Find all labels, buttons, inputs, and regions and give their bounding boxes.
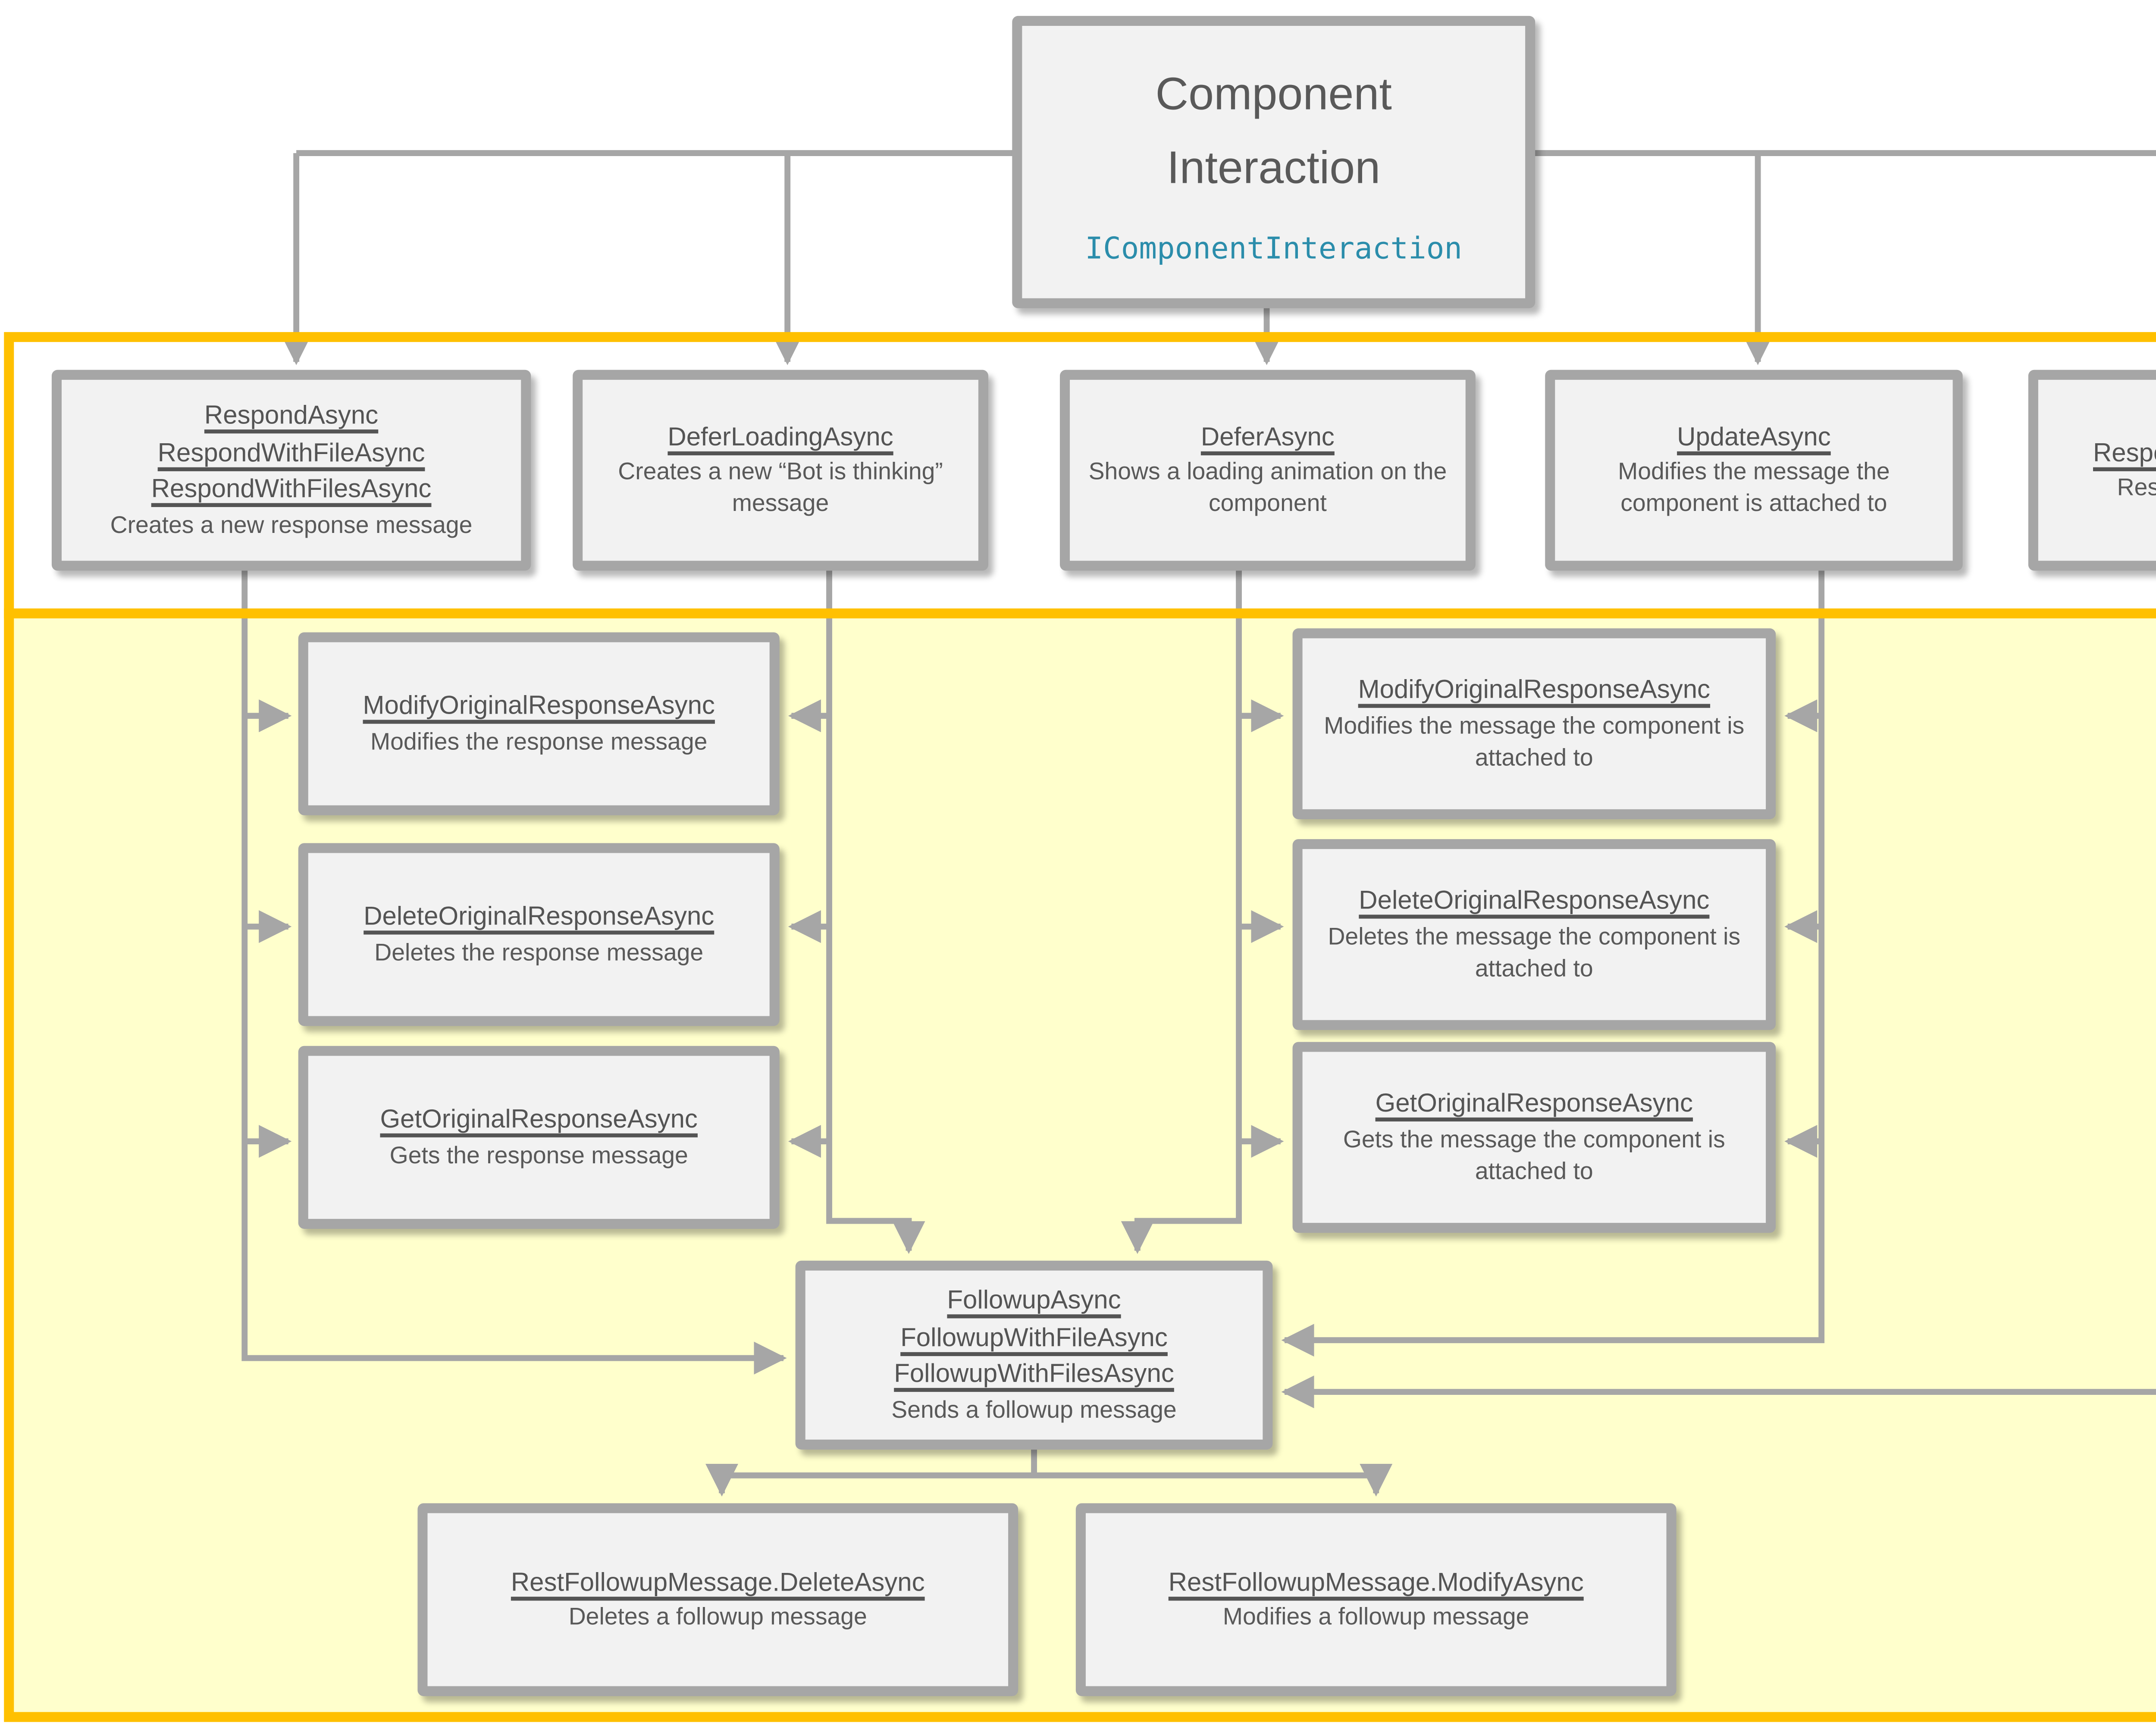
node-update-async: UpdateAsync Modifies the message the com… (1545, 370, 1963, 571)
node-modify-original-response-mid: ModifyOriginalResponseAsync Modifies the… (1292, 628, 1776, 819)
node-delete-original-response-mid: DeleteOriginalResponseAsync Deletes the … (1292, 839, 1776, 1030)
node-rest-followup-modify-async: RestFollowupMessage.ModifyAsync Modifies… (1075, 1503, 1677, 1696)
node-get-original-response-left: GetOriginalResponseAsync Gets the respon… (298, 1046, 780, 1229)
node-modify-original-response-left: ModifyOriginalResponseAsync Modifies the… (298, 632, 780, 815)
node-delete-original-response-left: DeleteOriginalResponseAsync Deletes the … (298, 843, 780, 1026)
node-rest-followup-delete-async: RestFollowupMessage.DeleteAsync Deletes … (417, 1503, 1018, 1696)
node-respond-with-modal-async: RespondWithModalAsync Responds with a mo… (2028, 370, 2156, 571)
node-respond-async: RespondAsync RespondWithFileAsync Respon… (51, 370, 531, 571)
node-followup-async: FollowupAsync FollowupWithFileAsync Foll… (795, 1260, 1273, 1450)
sections-divider-line (4, 608, 2156, 619)
node-defer-async: DeferAsync Shows a loading animation on … (1059, 370, 1476, 571)
node-defer-loading-async: DeferLoadingAsync Creates a new “Bot is … (573, 370, 988, 571)
node-get-original-response-mid: GetOriginalResponseAsync Gets the messag… (1292, 1042, 1776, 1233)
interface-name: IComponentInteraction (1085, 231, 1463, 267)
